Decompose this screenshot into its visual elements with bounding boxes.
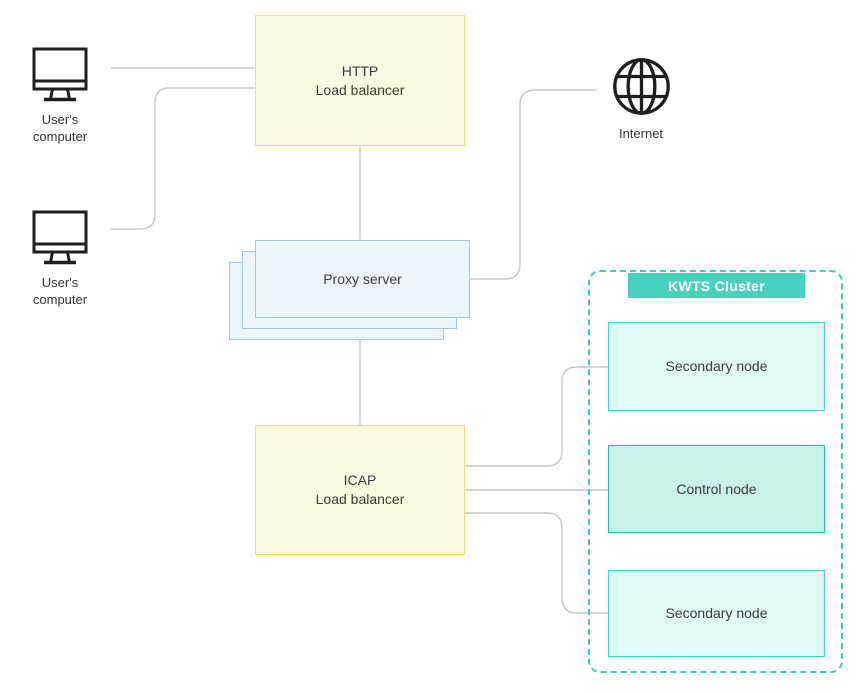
control-node-box: Control node [608,445,825,533]
internet-label: Internet [618,126,664,141]
proxy-server-label: Proxy server [323,270,402,287]
user-computer-label: User's computer [32,275,88,307]
proxy-server-box: Proxy server [255,240,470,318]
http-load-balancer-box: HTTP Load balancer [255,15,465,146]
http-load-balancer-label-line1: HTTP [341,62,379,79]
icap-load-balancer-label-line2: Load balancer [315,491,405,507]
connector-icaplb-secondary2 [465,512,608,614]
kwts-cluster-title: KWTS Cluster [668,277,765,294]
user-computer-1: User's computer [8,47,112,145]
kwts-cluster-header: KWTS Cluster [628,273,805,298]
connector-icaplb-secondary1 [465,366,608,467]
internet-endpoint: Internet [591,56,691,142]
connector-proxy-internet [470,89,597,280]
secondary-node-1-box: Secondary node [608,322,825,411]
secondary-node-2-label: Secondary node [665,605,768,621]
user-computer-2: User's computer [8,210,112,308]
secondary-node-2-box: Secondary node [608,570,825,657]
globe-icon [612,58,670,115]
secondary-node-1-label: Secondary node [665,358,768,374]
connector-user2-httplb [111,87,255,230]
user-computer-label: User's computer [32,112,88,144]
control-node-label: Control node [676,480,757,497]
http-load-balancer-label-line2: Load balancer [315,81,405,98]
icap-load-balancer-box: ICAP Load balancer [255,425,465,555]
monitor-icon [32,210,88,265]
kwts-cluster-container [588,270,843,673]
icap-load-balancer-label-line1: ICAP [343,472,377,488]
monitor-icon [32,47,88,102]
